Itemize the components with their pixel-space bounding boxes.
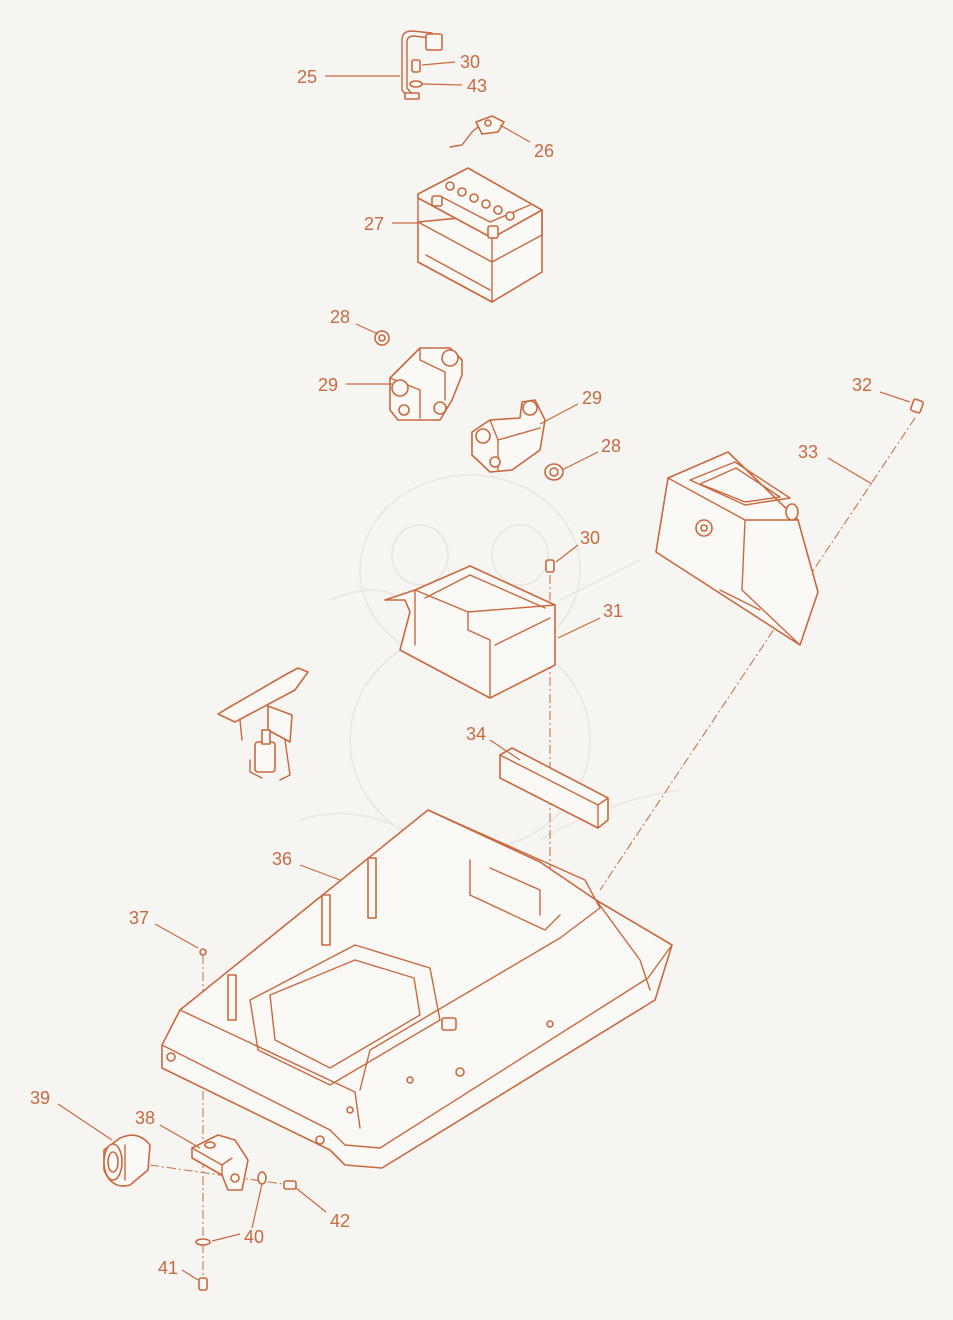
part-36-chassis-base bbox=[161, 809, 673, 1169]
part-30-screw-top bbox=[411, 59, 421, 73]
callout-42: 42 bbox=[330, 1211, 350, 1231]
callout-30-top: 30 bbox=[460, 52, 480, 72]
part-26-cable-clamp bbox=[449, 115, 505, 148]
part-25-bracket-rod bbox=[401, 30, 443, 100]
part-28-bushing-left bbox=[374, 330, 390, 346]
callout-43: 43 bbox=[467, 76, 487, 96]
part-31-battery-tray bbox=[384, 565, 556, 699]
callout-26: 26 bbox=[534, 141, 554, 161]
callout-29-left: 29 bbox=[318, 375, 338, 395]
part-43-washer bbox=[409, 80, 423, 88]
callout-36: 36 bbox=[272, 849, 292, 869]
callout-39: 39 bbox=[30, 1088, 50, 1108]
part-41-bolt bbox=[198, 1277, 208, 1291]
callout-29-right: 29 bbox=[582, 388, 602, 408]
leader-lines bbox=[57, 61, 911, 1281]
part-28-bushing-right bbox=[544, 463, 564, 481]
part-39-rubber-mount bbox=[103, 1134, 151, 1187]
callouts: 25 30 43 26 27 28 29 29 28 32 33 30 31 3… bbox=[30, 52, 872, 1278]
part-29-hinge-bracket-right bbox=[471, 399, 546, 473]
callout-33: 33 bbox=[798, 442, 818, 462]
part-34-foam-block bbox=[499, 747, 609, 829]
callout-40: 40 bbox=[244, 1227, 264, 1247]
part-27-battery bbox=[417, 167, 543, 303]
callout-30-lower: 30 bbox=[580, 528, 600, 548]
callout-25: 25 bbox=[297, 67, 317, 87]
callout-27: 27 bbox=[364, 214, 384, 234]
callout-28-left: 28 bbox=[330, 307, 350, 327]
callout-37: 37 bbox=[129, 908, 149, 928]
part-29-hinge-bracket-left bbox=[389, 347, 463, 421]
part-30-screw-lower bbox=[545, 559, 555, 573]
part-40-washer-upper bbox=[257, 1171, 267, 1185]
part-40-washer-lower bbox=[195, 1238, 211, 1246]
callout-31: 31 bbox=[603, 601, 623, 621]
part-relay-switch-assembly bbox=[217, 667, 309, 781]
callout-38: 38 bbox=[135, 1108, 155, 1128]
callout-28-right: 28 bbox=[601, 436, 621, 456]
part-33-cover bbox=[655, 451, 819, 646]
callout-32: 32 bbox=[852, 375, 872, 395]
callout-41: 41 bbox=[158, 1258, 178, 1278]
part-32-screw bbox=[910, 398, 924, 414]
callout-34: 34 bbox=[466, 724, 486, 744]
part-38-mounting-bracket bbox=[191, 1134, 249, 1191]
part-37-rivet bbox=[199, 948, 207, 956]
part-42-bolt bbox=[283, 1180, 297, 1190]
